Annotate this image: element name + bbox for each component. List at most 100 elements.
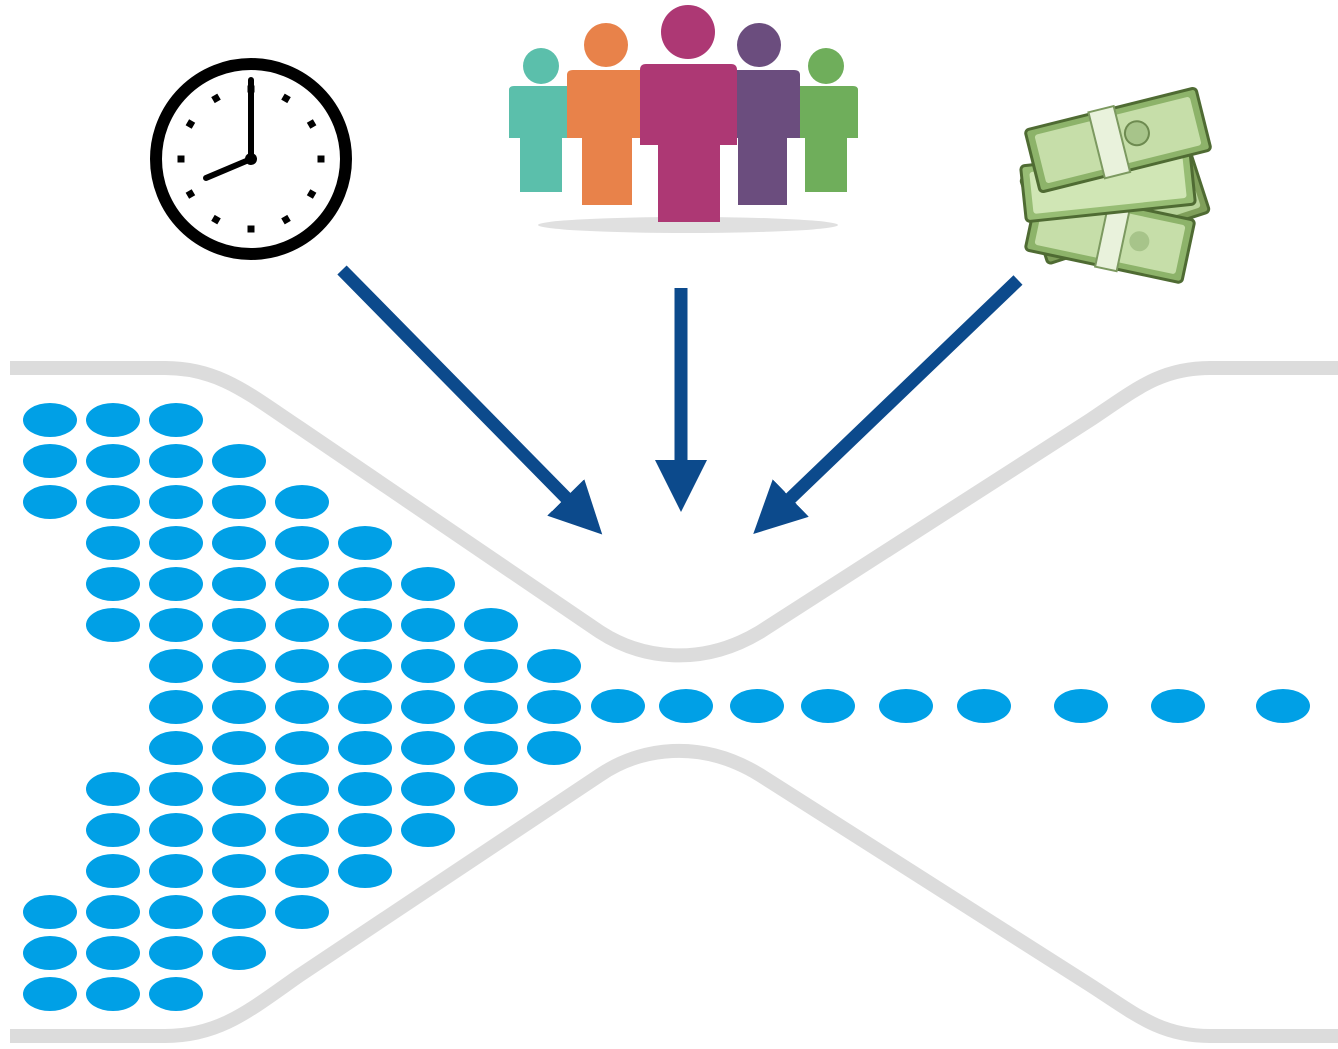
- funnel-dot: [23, 977, 77, 1011]
- funnel-dot: [464, 649, 518, 683]
- funnel-dot: [275, 526, 329, 560]
- arrow-money-to-funnel: [753, 275, 1023, 534]
- output-dot: [1256, 689, 1310, 723]
- funnel-dot: [275, 813, 329, 847]
- funnel-dot: [212, 608, 266, 642]
- funnel-dot: [527, 731, 581, 765]
- funnel-dot: [464, 690, 518, 724]
- funnel-dot: [149, 690, 203, 724]
- clock-tick: [185, 189, 196, 199]
- funnel-dot: [23, 403, 77, 437]
- people-group-icon: [509, 5, 858, 233]
- funnel-dot: [86, 485, 140, 519]
- clock-tick: [177, 155, 185, 163]
- clock-tick: [211, 93, 221, 104]
- person-teal: [509, 48, 573, 192]
- funnel-dot: [527, 649, 581, 683]
- funnel-dot: [86, 403, 140, 437]
- arrow-clock-to-funnel: [337, 265, 603, 535]
- person-magenta: [640, 5, 737, 222]
- funnel-dot: [275, 690, 329, 724]
- funnel-dot: [149, 731, 203, 765]
- funnel-dot: [149, 977, 203, 1011]
- funnel-dot: [212, 485, 266, 519]
- funnel-dot: [401, 690, 455, 724]
- funnel-dot: [338, 567, 392, 601]
- funnel-dot: [86, 854, 140, 888]
- funnel-dot: [212, 526, 266, 560]
- output-dot: [1054, 689, 1108, 723]
- funnel-dot: [338, 813, 392, 847]
- funnel-dot: [212, 936, 266, 970]
- person-orange: [567, 23, 645, 205]
- clock-tick: [306, 189, 317, 199]
- person-green: [794, 48, 858, 192]
- funnel-dot: [212, 444, 266, 478]
- funnel-dot: [275, 608, 329, 642]
- funnel-dot: [149, 444, 203, 478]
- funnel-dot: [464, 731, 518, 765]
- funnel-dot: [464, 772, 518, 806]
- funnel-dot: [212, 772, 266, 806]
- clock-tick: [211, 214, 221, 225]
- funnel-dot: [86, 772, 140, 806]
- funnel-dot: [86, 895, 140, 929]
- funnel-dot: [86, 567, 140, 601]
- funnel-dot: [149, 772, 203, 806]
- funnel-dot: [149, 567, 203, 601]
- funnel-dot: [338, 690, 392, 724]
- funnel-dot: [212, 567, 266, 601]
- clock-tick: [306, 119, 317, 129]
- funnel-top-wall: [10, 361, 1338, 663]
- funnel-dot: [149, 813, 203, 847]
- output-dot: [591, 689, 645, 723]
- funnel-dot: [86, 813, 140, 847]
- funnel-dot: [86, 977, 140, 1011]
- clock-ticks: [177, 85, 325, 233]
- funnel-dot: [275, 485, 329, 519]
- funnel-dot: [149, 895, 203, 929]
- clock-tick: [281, 93, 291, 104]
- funnel-dot: [212, 690, 266, 724]
- money-stack-icon: [1019, 87, 1212, 284]
- funnel-dot: [149, 936, 203, 970]
- funnel-dot: [275, 649, 329, 683]
- output-dot: [879, 689, 933, 723]
- funnel-dot: [212, 895, 266, 929]
- funnel-dot: [338, 854, 392, 888]
- funnel-dot: [401, 608, 455, 642]
- funnel-dot: [275, 567, 329, 601]
- output-dot: [957, 689, 1011, 723]
- funnel-dot: [401, 649, 455, 683]
- funnel-dot: [212, 854, 266, 888]
- funnel-dot: [401, 567, 455, 601]
- funnel-dot: [401, 731, 455, 765]
- funnel-dot: [275, 854, 329, 888]
- funnel-dot: [338, 526, 392, 560]
- funnel-dot: [338, 731, 392, 765]
- funnel-dot: [86, 936, 140, 970]
- funnel-dot: [338, 649, 392, 683]
- funnel-dot: [86, 444, 140, 478]
- funnel-dot: [338, 608, 392, 642]
- output-dot: [1151, 689, 1205, 723]
- funnel-dot: [86, 608, 140, 642]
- funnel-dot: [149, 608, 203, 642]
- funnel-dot: [149, 485, 203, 519]
- funnel-dot: [275, 772, 329, 806]
- funnel-dot: [23, 444, 77, 478]
- funnel-bottom-wall: [10, 743, 1338, 1043]
- funnel-dot: [401, 772, 455, 806]
- output-dot: [801, 689, 855, 723]
- clock-tick: [185, 119, 196, 129]
- funnel-dot: [23, 936, 77, 970]
- person-purple: [722, 23, 800, 205]
- funnel-dot: [275, 731, 329, 765]
- funnel-dot: [86, 526, 140, 560]
- funnel-dot: [527, 690, 581, 724]
- funnel-dot: [212, 813, 266, 847]
- funnel-dot: [149, 854, 203, 888]
- funnel-dot: [212, 649, 266, 683]
